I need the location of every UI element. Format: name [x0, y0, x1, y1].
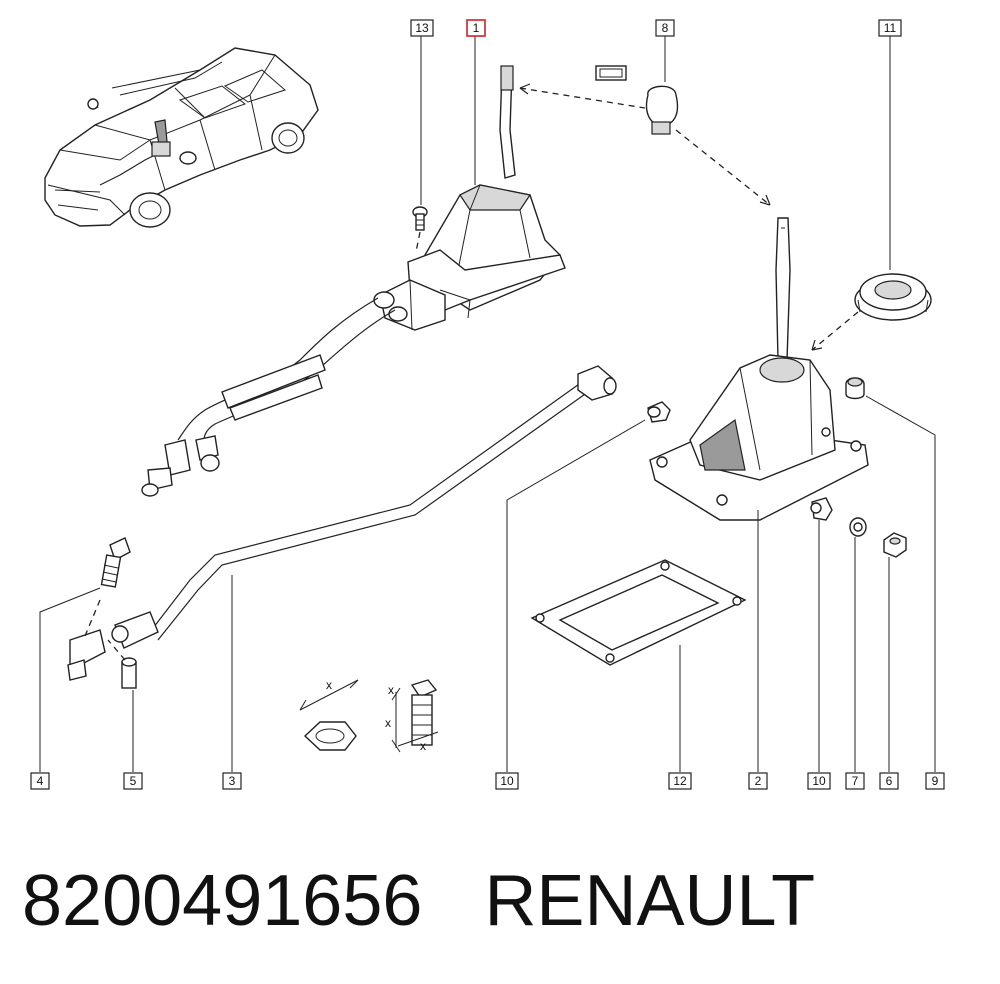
callout-label-10-left: 10	[500, 774, 514, 788]
callout-6: 6	[879, 772, 899, 790]
callout-5: 5	[123, 772, 143, 790]
part-number: 8200491656	[22, 861, 423, 941]
gear-knob-part-8	[595, 65, 679, 135]
callout-label-13: 13	[415, 21, 429, 35]
leader-lines	[39, 36, 936, 772]
linkage-rod-part-3	[111, 365, 617, 649]
callout-label-9: 9	[932, 774, 939, 788]
callout-13: 13	[410, 19, 434, 37]
callout-1: 1	[466, 19, 486, 37]
gasket-part-12	[530, 559, 747, 666]
callout-4: 4	[30, 772, 50, 790]
callout-7: 7	[845, 772, 865, 790]
shifter-housing-part-2	[649, 217, 869, 521]
dimension-x-bolt-length: x	[385, 716, 391, 730]
callout-3: 3	[222, 772, 242, 790]
callout-12: 12	[668, 772, 692, 790]
callout-label-10-right: 10	[812, 774, 826, 788]
bolt-part-4	[100, 537, 131, 588]
washer-part-7	[849, 517, 867, 537]
callout-10-right: 10	[807, 772, 831, 790]
bolt-part-13	[412, 206, 428, 231]
bush-part-10	[647, 401, 833, 521]
callout-label-11: 11	[884, 21, 897, 35]
nut-part-6	[883, 532, 907, 558]
gaiter-ring-part-11	[854, 273, 932, 321]
vehicle-locator-illustration	[44, 47, 319, 228]
callout-8: 8	[655, 19, 675, 37]
callout-label-12: 12	[673, 774, 687, 788]
nut-dimension-icon	[299, 679, 359, 751]
callout-2: 2	[748, 772, 768, 790]
link-bracket	[67, 629, 106, 681]
callout-10-left: 10	[495, 772, 519, 790]
callout-label-5: 5	[130, 774, 137, 788]
callout-label-2: 2	[755, 774, 762, 788]
dimension-x-bolt-top: x	[388, 683, 394, 697]
bushing-part-9	[845, 377, 865, 400]
callout-9: 9	[925, 772, 945, 790]
assembly-arrows	[84, 83, 859, 661]
callout-label-8: 8	[662, 21, 669, 35]
callout-label-7: 7	[852, 774, 859, 788]
gear-shift-assembly-with-cables	[141, 65, 566, 497]
dimension-x-nut: x	[326, 678, 332, 692]
spacer-part-5	[121, 657, 137, 689]
callout-label-3: 3	[229, 774, 236, 788]
brand-name: RENAULT	[484, 861, 816, 941]
callout-11: 11	[878, 19, 902, 37]
dimension-x-bolt-diameter: x	[420, 739, 426, 753]
bolt-dimension-icon	[391, 679, 439, 753]
footer-caption: 8200491656 RENAULT	[22, 860, 815, 942]
callout-label-4: 4	[37, 774, 44, 788]
callout-label-6: 6	[886, 774, 893, 788]
callout-label-1: 1	[473, 21, 480, 35]
